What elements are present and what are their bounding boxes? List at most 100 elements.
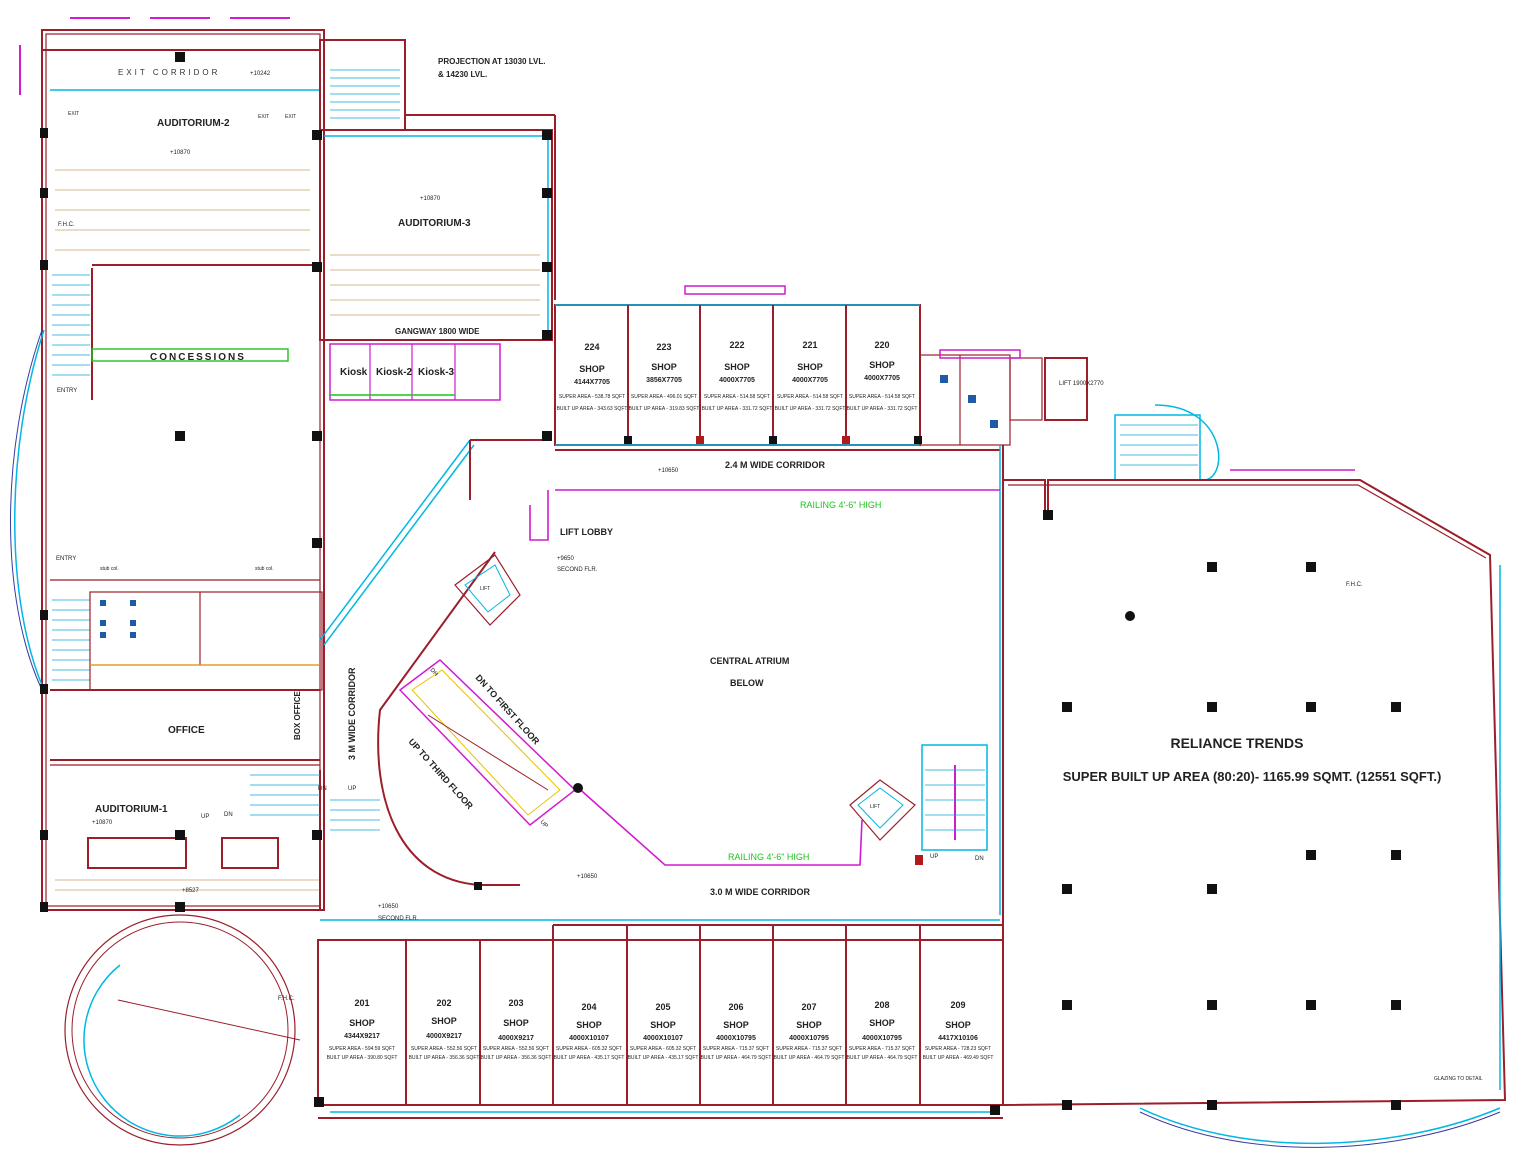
toilet-cluster-right [919, 349, 1088, 446]
shop-202-built: BUILT UP AREA - 356.36 SQFT [409, 1055, 480, 1061]
bottom-shop-labels: 201 SHOP 4344X9217 SUPER AREA - 594.59 S… [327, 998, 994, 1061]
shop-208[interactable]: 208 SHOP 4000X10795 SUPER AREA - 715.37 … [847, 1000, 918, 1061]
shop-209-super: SUPER AREA - 728.23 SQFT [925, 1046, 991, 1052]
kiosk-3-label: Kiosk-3 [418, 367, 455, 378]
shop-205-word: SHOP [650, 1020, 676, 1030]
railing-label-upper: RAILING 4'-6" HIGH [800, 500, 881, 510]
shop-221-size: 4000X7705 [792, 377, 828, 384]
shop-220-built: BUILT UP AREA - 331.72 SQFT [847, 406, 918, 412]
auditorium-2-label: AUDITORIUM-2 [157, 118, 230, 129]
exit-stair-top [330, 69, 400, 119]
shop-204[interactable]: 204 SHOP 4000X10107 SUPER AREA - 605.32 … [554, 1002, 625, 1061]
shop-223[interactable]: 223 SHOP 3856X7705 SUPER AREA - 496.01 S… [629, 342, 700, 412]
corridor-24-walls [555, 445, 1004, 1105]
shop-207-word: SHOP [796, 1020, 822, 1030]
shop-224-built: BUILT UP AREA - 343.63 SQFT [557, 406, 628, 412]
fhc-reliance: F.H.C. [1346, 582, 1363, 588]
top-shop-row-walls [554, 285, 921, 446]
auditorium-2-level: +10870 [170, 150, 191, 156]
stub-col-label-1: stub col. [100, 566, 119, 572]
auditorium-1-level: +10870 [92, 820, 113, 826]
shop-207[interactable]: 207 SHOP 4000X10795 SUPER AREA - 715.37 … [774, 1002, 845, 1061]
shop-222[interactable]: 222 SHOP 4000X7705 SUPER AREA - 514.58 S… [702, 340, 773, 412]
shop-220-super: SUPER AREA - 514.58 SQFT [849, 394, 915, 400]
shop-208-word: SHOP [869, 1018, 895, 1028]
shop-221-super: SUPER AREA - 514.58 SQFT [777, 394, 843, 400]
dn-label-corridor: DN [318, 786, 327, 792]
level-10242: +10242 [250, 71, 271, 77]
shop-224-size: 4144X7705 [574, 379, 610, 386]
atrium-lift-lower [849, 779, 916, 841]
atrium-railing [377, 489, 1000, 886]
left-stair [52, 274, 90, 376]
shop-222-size: 4000X7705 [719, 377, 755, 384]
shop-203-word: SHOP [503, 1018, 529, 1028]
kiosk-2-label: Kiosk-2 [376, 367, 413, 378]
auditorium-1-stairs [250, 774, 380, 831]
concessions-counter [91, 348, 289, 362]
shop-202[interactable]: 202 SHOP 4000X9217 SUPER AREA - 552.56 S… [409, 998, 480, 1061]
shop-202-size: 4000X9217 [426, 1033, 462, 1040]
concessions-label: CONCESSIONS [150, 352, 246, 363]
kiosk-1-label: Kiosk [340, 367, 368, 378]
stub-col-label-2: stub col. [255, 566, 274, 572]
shop-209-built: BUILT UP AREA - 469.49 SQFT [923, 1055, 994, 1061]
up-label-right-stair: UP [930, 854, 938, 860]
shop-221[interactable]: 221 SHOP 4000X7705 SUPER AREA - 514.58 S… [775, 340, 846, 412]
lift-size-label: LIFT 1900X2770 [1059, 381, 1104, 387]
structural-columns [40, 52, 1401, 1115]
lower-left-stair [52, 599, 90, 681]
shop-206-built: BUILT UP AREA - 464.79 SQFT [701, 1055, 772, 1061]
shop-209-number: 209 [950, 1000, 965, 1010]
shop-208-number: 208 [874, 1000, 889, 1010]
shop-203[interactable]: 203 SHOP 4000X9217 SUPER AREA - 552.56 S… [481, 998, 552, 1061]
up-label-aud1: UP [201, 814, 209, 820]
corridor-30-label: 3.0 M WIDE CORRIDOR [710, 887, 811, 897]
atrium-stair-right [921, 744, 988, 851]
reliance-trends-area: SUPER BUILT UP AREA (80:20)- 1165.99 SQM… [1063, 769, 1442, 784]
dn-label-right-stair: DN [975, 856, 984, 862]
shop-206-size: 4000X10795 [716, 1035, 756, 1042]
exit-label-1: EXIT [68, 111, 79, 117]
auditorium-3-level: +10870 [420, 196, 441, 202]
circular-drum [64, 914, 301, 1146]
up-label-corridor: UP [348, 786, 356, 792]
up-label-escalator: UP [539, 819, 549, 829]
level-10650-atrium: +10650 [577, 874, 598, 880]
shop-204-built: BUILT UP AREA - 435.17 SQFT [554, 1055, 625, 1061]
entry-label-left: ENTRY [57, 388, 77, 394]
shop-206-number: 206 [728, 1002, 743, 1012]
shop-206[interactable]: 206 SHOP 4000X10795 SUPER AREA - 715.37 … [701, 1002, 772, 1061]
shop-205[interactable]: 205 SHOP 4000X10107 SUPER AREA - 605.32 … [628, 1002, 699, 1061]
level-9650: +9650 [557, 556, 575, 562]
shop-221-number: 221 [802, 340, 817, 350]
railing-label-lower: RAILING 4'-6" HIGH [728, 852, 809, 862]
shop-209-size: 4417X10106 [938, 1035, 978, 1042]
shop-220[interactable]: 220 SHOP 4000X7705 SUPER AREA - 514.58 S… [847, 340, 918, 412]
exit-corridor-label: EXIT CORRIDOR [118, 68, 220, 77]
shop-204-number: 204 [581, 1002, 596, 1012]
shop-223-super: SUPER AREA - 496.01 SQFT [631, 394, 697, 400]
shop-204-super: SUPER AREA - 605.32 SQFT [556, 1046, 622, 1052]
shop-224-super: SUPER AREA - 538.78 SQFT [559, 394, 625, 400]
reliance-trends-labels[interactable]: RELIANCE TRENDS SUPER BUILT UP AREA (80:… [1063, 582, 1483, 1082]
shop-224[interactable]: 224 SHOP 4144X7705 SUPER AREA - 538.78 S… [557, 342, 628, 412]
left-curved-facade [14, 329, 45, 691]
lift-label-lower: LIFT [870, 804, 880, 810]
shop-201-super: SUPER AREA - 594.59 SQFT [329, 1046, 395, 1052]
reliance-trends-walls [1002, 469, 1507, 1148]
office-label: OFFICE [168, 725, 205, 736]
bottom-shop-row-walls [317, 924, 1004, 1119]
second-flr-lower: SECOND FLR. [378, 916, 419, 922]
fhc-left: F.H.C. [58, 222, 75, 228]
shop-201[interactable]: 201 SHOP 4344X9217 SUPER AREA - 594.59 S… [327, 998, 398, 1061]
shop-204-word: SHOP [576, 1020, 602, 1030]
shop-201-built: BUILT UP AREA - 390.80 SQFT [327, 1055, 398, 1061]
shop-223-word: SHOP [651, 362, 677, 372]
shop-209[interactable]: 209 SHOP 4417X10106 SUPER AREA - 728.23 … [923, 1000, 994, 1061]
shop-223-built: BUILT UP AREA - 319.83 SQFT [629, 406, 700, 412]
box-office-label: BOX OFFICE [293, 690, 302, 740]
level-10650-upper: +10650 [658, 468, 679, 474]
shop-201-size: 4344X9217 [344, 1033, 380, 1040]
